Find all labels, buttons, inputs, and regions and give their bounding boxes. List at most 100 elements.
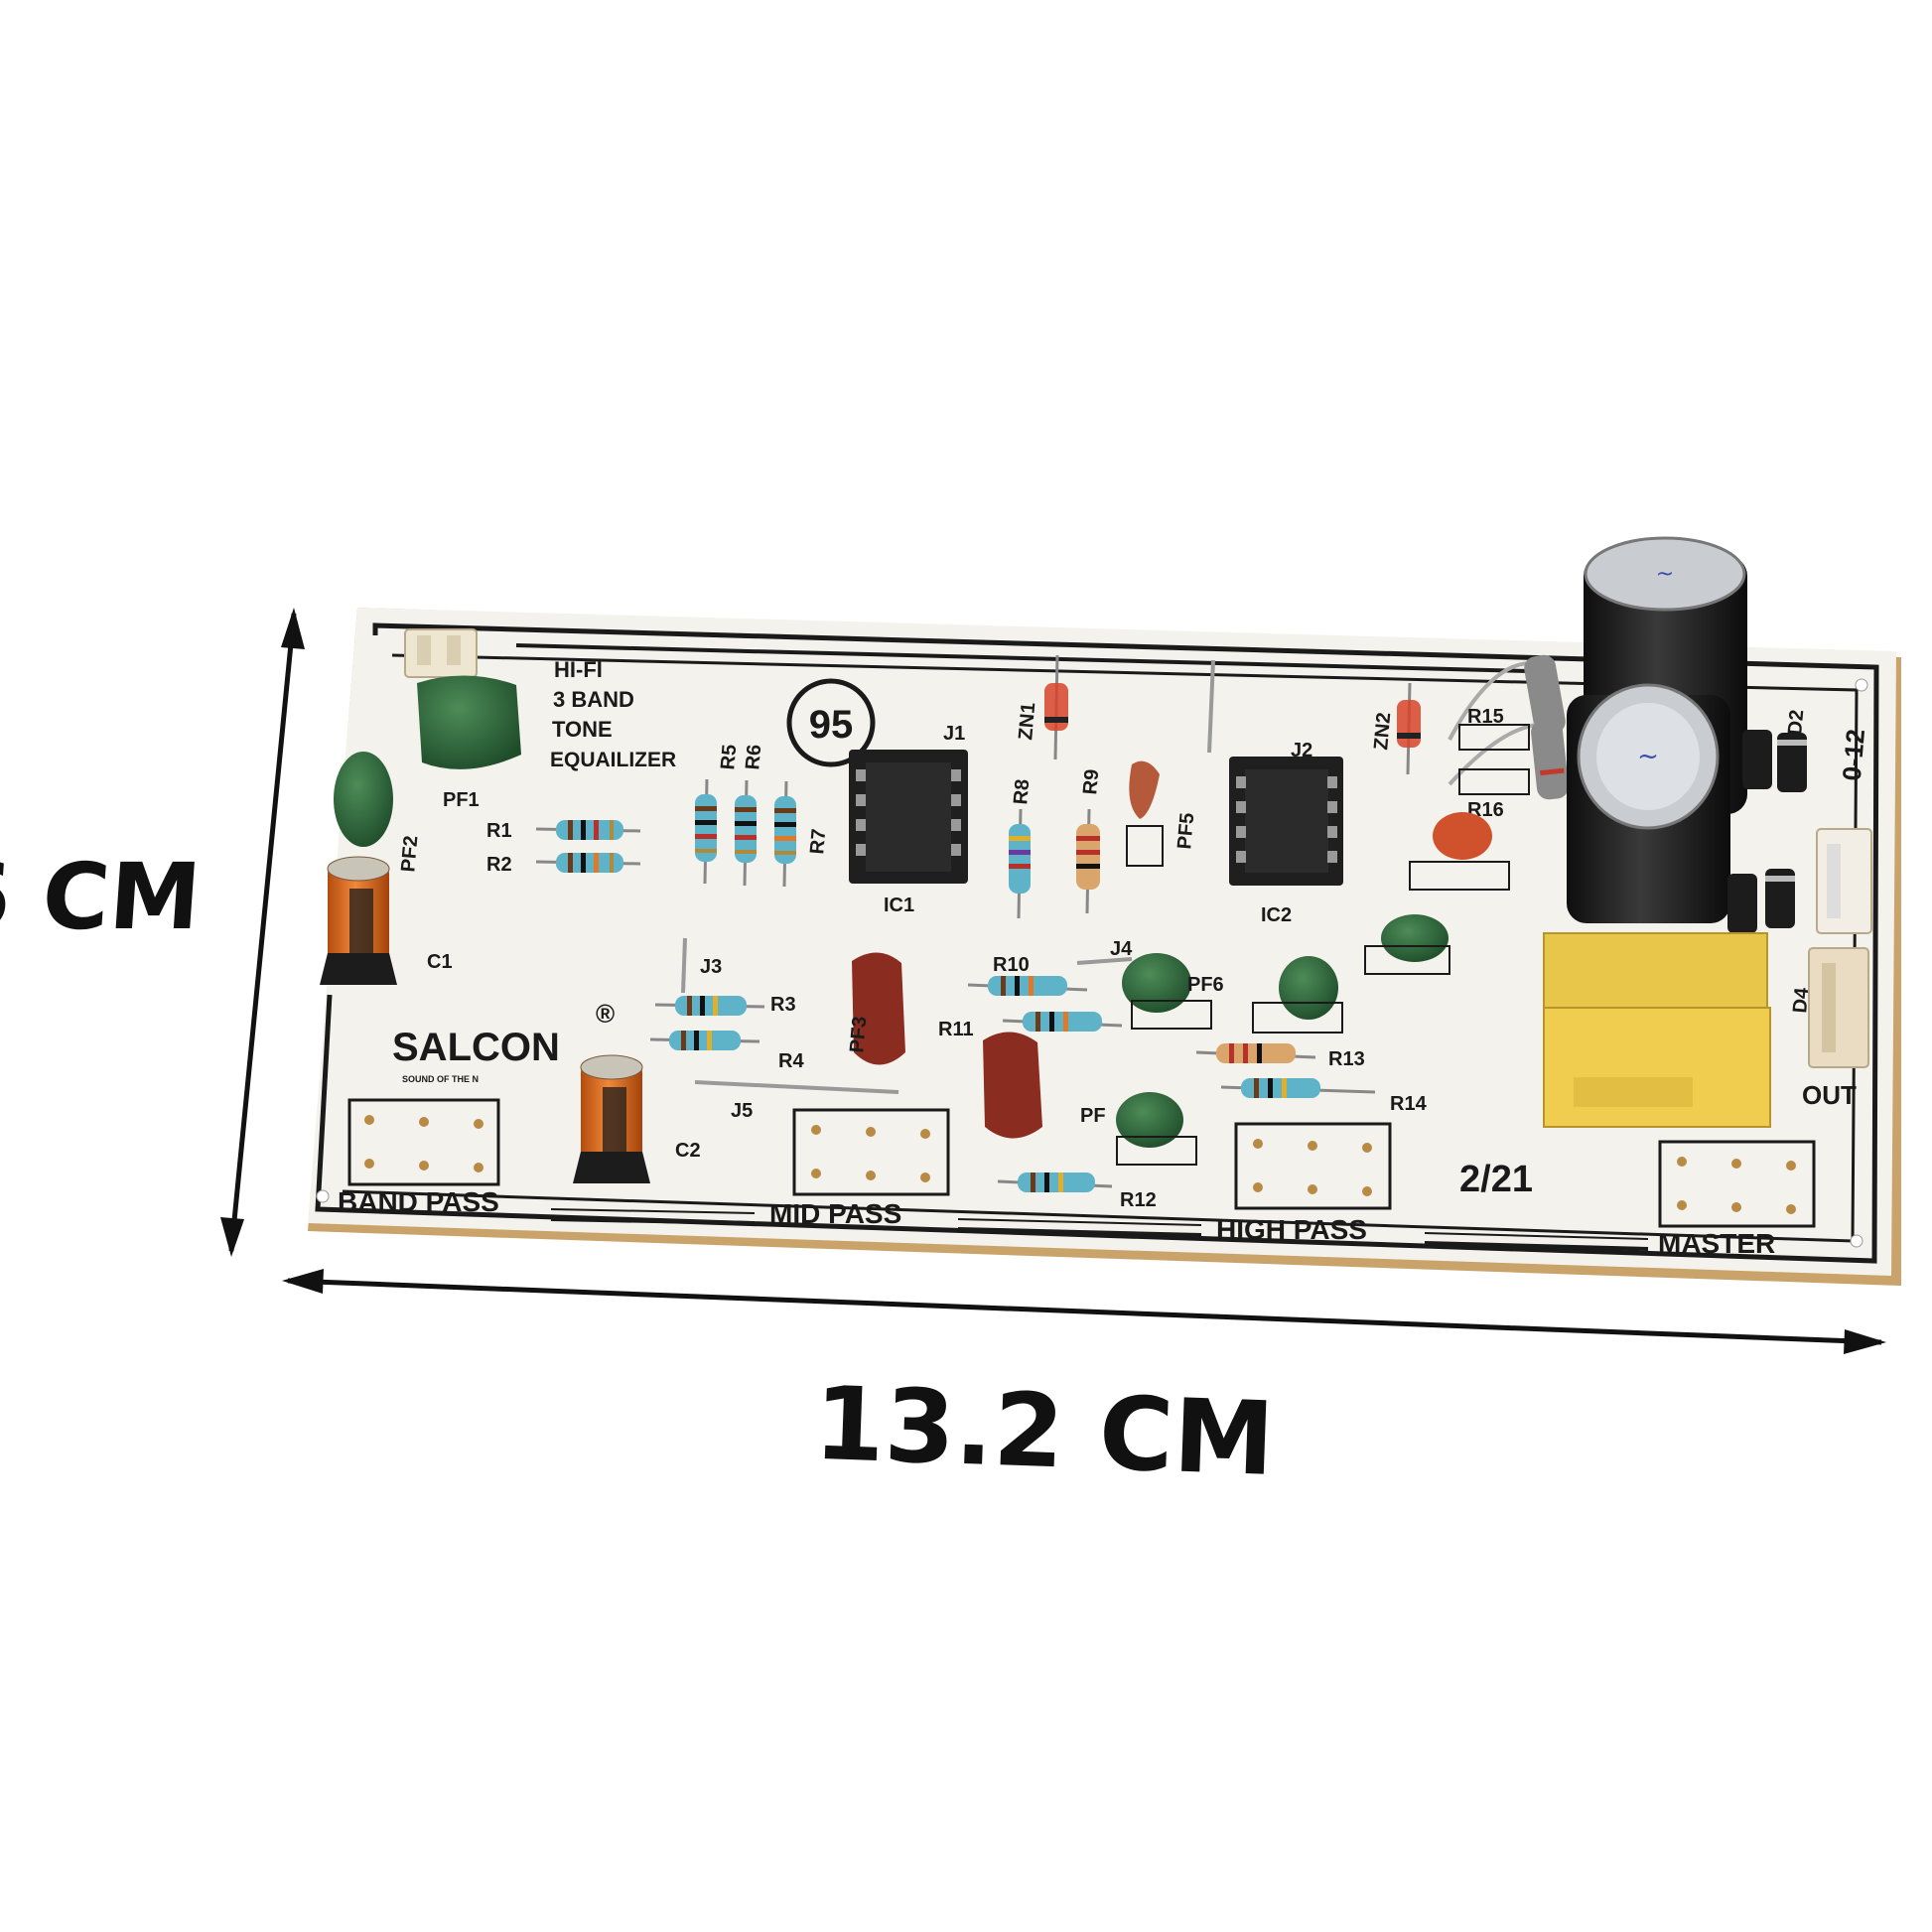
label-j3: J3: [700, 956, 722, 978]
label-r7: R7: [806, 828, 830, 855]
capacitor-pf7: [1116, 1092, 1197, 1166]
capacitor-ceramic: [1409, 812, 1510, 891]
resistor-r6: [735, 779, 757, 887]
label-zn2: ZN2: [1370, 712, 1395, 752]
jumper-wire: [1207, 659, 1215, 754]
brand-name: SALCON: [392, 1026, 560, 1069]
title-line-4: EQUAILIZER: [550, 749, 676, 771]
version-label: 2/21: [1459, 1159, 1533, 1200]
svg-text:~: ~: [1637, 742, 1659, 771]
high-pass-label: HIGH PASS: [1216, 1214, 1367, 1245]
resistor-r5: [695, 778, 717, 885]
resistor-r14: [1220, 1078, 1376, 1098]
resistor-r11: [1002, 1012, 1123, 1032]
label-r4: R4: [778, 1050, 804, 1072]
input-connector: [404, 628, 478, 678]
label-j2: J2: [1291, 740, 1312, 761]
label-r2: R2: [486, 854, 512, 876]
jumper-wire-j3: [681, 937, 687, 994]
label-r11: R11: [938, 1019, 974, 1040]
label-r9: R9: [1079, 768, 1103, 795]
label-r13: R13: [1328, 1048, 1365, 1070]
ic2-socket: [1229, 757, 1343, 886]
capacitor-green-2: [1252, 956, 1343, 1034]
label-r15: R15: [1467, 706, 1504, 728]
power-connector-label: 0-12: [1837, 728, 1870, 781]
label-j5: J5: [731, 1100, 753, 1122]
label-j1: J1: [943, 723, 965, 745]
master-label: MASTER: [1658, 1228, 1775, 1259]
pcb-board: [308, 608, 1901, 1286]
section-labels: BAND PASS MID PASS HIGH PASS MASTER: [338, 1186, 1775, 1259]
label-d2: D2: [1784, 709, 1808, 736]
pot-footprint-master: [1658, 1140, 1816, 1228]
capacitor-pf1: [417, 675, 521, 769]
label-j4: J4: [1110, 938, 1133, 960]
resistor-r12: [997, 1173, 1113, 1192]
brand-tagline: SOUND OF THE N: [402, 1074, 479, 1084]
capacitor-c1: [320, 856, 397, 985]
resistor-r13: [1195, 1043, 1316, 1063]
height-dimension-arrow: [220, 608, 305, 1257]
box-capacitor-yellow: [1543, 932, 1771, 1128]
label-ic1: IC1: [884, 895, 914, 916]
title-line-1: HI-FI: [554, 657, 603, 682]
board-title: HI-FI 3 BAND TONE EQUAILIZER: [550, 657, 676, 771]
capacitor-brown-center: [983, 1032, 1042, 1139]
label-ic2: IC2: [1261, 904, 1292, 926]
resistor-r8: [1009, 808, 1031, 919]
mid-pass-label: MID PASS: [769, 1198, 901, 1229]
label-r5: R5: [717, 744, 741, 770]
title-line-2: 3 BAND: [553, 687, 634, 712]
label-pf1: PF1: [443, 789, 480, 811]
label-pf7: PF: [1080, 1105, 1106, 1127]
capacitor-pf3: [852, 952, 905, 1065]
zener-zn2: [1397, 682, 1421, 775]
capacitor-pf6: [1122, 953, 1212, 1030]
resistor-r9: [1076, 808, 1100, 914]
label-r1: R1: [486, 820, 512, 842]
label-pf5: PF5: [1173, 812, 1198, 850]
ic1-socket: [849, 750, 968, 884]
electrolytic-capacitor-large-2: ~: [1567, 683, 1730, 923]
title-line-3: TONE: [552, 717, 613, 742]
power-connector: [1816, 828, 1872, 934]
pot-footprint-band-pass: [347, 1098, 500, 1186]
label-zn1: ZN1: [1015, 702, 1039, 742]
output-connector-label: OUT: [1802, 1080, 1857, 1110]
label-r6: R6: [742, 744, 765, 770]
capacitor-pf5: [1126, 760, 1164, 867]
resistor-r3: [654, 996, 765, 1016]
capacitor-green-3: [1364, 914, 1450, 975]
label-r8: R8: [1010, 778, 1034, 805]
label-pf6: PF6: [1187, 974, 1224, 996]
label-r12: R12: [1120, 1189, 1157, 1211]
pot-footprint-mid-pass: [792, 1108, 950, 1196]
label-r10: R10: [993, 954, 1030, 976]
width-dimension-arrow: [282, 1269, 1886, 1354]
resistor-r1: [535, 820, 641, 840]
label-r3: R3: [770, 994, 796, 1016]
resistor-r15: [1448, 654, 1566, 741]
label-c2: C2: [675, 1140, 701, 1162]
output-connector: [1808, 947, 1869, 1068]
zener-zn1: [1044, 654, 1068, 760]
capacitor-pf2: [334, 752, 393, 847]
salcon-logo: SALCON ® SOUND OF THE N: [392, 999, 615, 1084]
width-label: 13.2 CM: [812, 1365, 1276, 1499]
diode-bridge: [1727, 730, 1807, 933]
jumper-wire-j5: [694, 1080, 899, 1094]
label-pf3: PF3: [846, 1016, 871, 1053]
resistor-r2: [535, 853, 641, 873]
resistor-r7: [774, 780, 796, 888]
capacitor-c2: [573, 1054, 650, 1183]
jumper-wire-j4: [1076, 957, 1133, 965]
pot-footprint-high-pass: [1234, 1122, 1392, 1210]
label-c1: C1: [427, 951, 453, 973]
circle-number: 95: [809, 703, 854, 747]
resistor-r10: [967, 976, 1088, 996]
band-pass-label: BAND PASS: [338, 1186, 499, 1217]
label-pf2: PF2: [397, 835, 422, 873]
brand-registered-mark: ®: [596, 999, 615, 1029]
